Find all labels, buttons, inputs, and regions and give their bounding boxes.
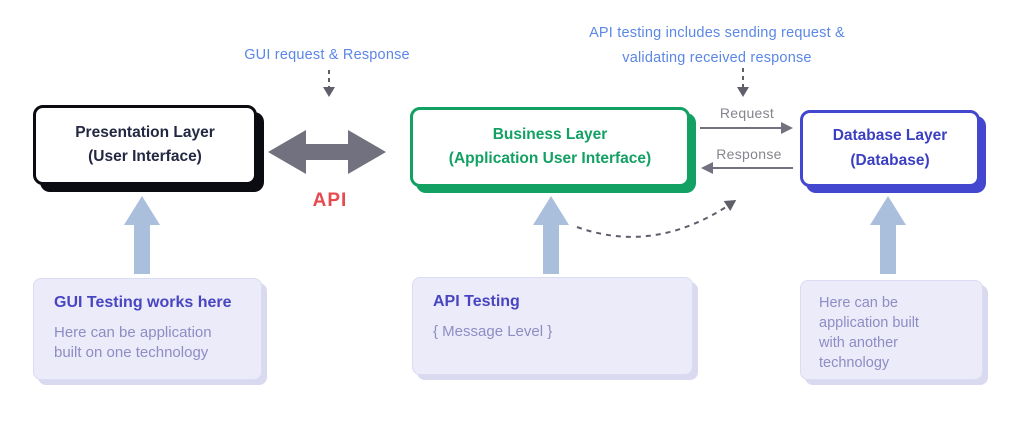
- business-layer-box: Business Layer (Application User Interfa…: [410, 107, 690, 187]
- api-testing-curve-arrow-icon: [576, 200, 737, 238]
- database-note-up-arrow-icon: [870, 196, 906, 274]
- response-label: Response: [716, 146, 782, 162]
- api-testing-note-body: { Message Level }: [433, 323, 553, 340]
- gui-request-dashed-down-arrow-icon: [323, 70, 335, 97]
- presentation-layer-title: Presentation Layer: [75, 123, 215, 141]
- business-layer-title: Business Layer: [492, 125, 608, 143]
- api-note-dashed-down-arrow-icon: [737, 68, 749, 97]
- api-testing-annotation-line2: validating received response: [622, 50, 812, 66]
- api-testing-note-box: API Testing { Message Level }: [412, 277, 693, 375]
- gui-testing-note-box: GUI Testing works here Here can be appli…: [33, 278, 262, 380]
- api-bidirectional-arrow-icon: [268, 130, 386, 174]
- api-testing-note-title: API Testing: [433, 293, 520, 310]
- gui-testing-note-title: GUI Testing works here: [54, 294, 232, 311]
- gui-testing-note-body: Here can be application built on one tec…: [54, 324, 212, 361]
- business-layer-subtitle: (Application User Interface): [448, 150, 652, 167]
- request-arrow-icon: [700, 122, 793, 134]
- database-layer-box: Database Layer (Database): [800, 110, 980, 187]
- api-testing-annotation-line1: API testing includes sending request &: [589, 25, 845, 41]
- api-label: API: [312, 190, 348, 211]
- request-label: Request: [719, 105, 775, 121]
- api-testing-up-arrow-icon: [533, 196, 569, 274]
- api-testing-annotation: API testing includes sending request & v…: [562, 21, 872, 71]
- gui-testing-up-arrow-icon: [124, 196, 160, 274]
- database-layer-title: Database Layer: [832, 127, 948, 145]
- presentation-layer-box: Presentation Layer (User Interface): [33, 105, 257, 185]
- gui-request-annotation: GUI request & Response: [244, 47, 410, 63]
- response-arrow-icon: [701, 162, 793, 174]
- database-note-box: Here can be application built with anoth…: [800, 280, 983, 380]
- database-note-body: Here can be application built with anoth…: [819, 295, 919, 371]
- presentation-layer-subtitle: (User Interface): [88, 148, 202, 165]
- database-layer-subtitle: (Database): [850, 151, 930, 169]
